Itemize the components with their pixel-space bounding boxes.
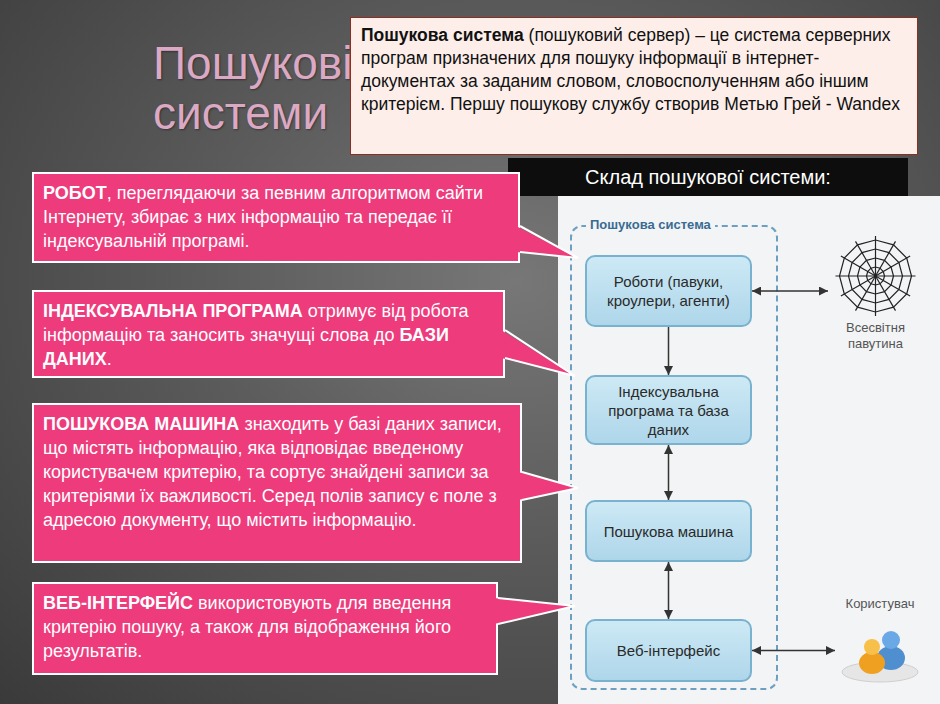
slide-title: Пошукові системи	[153, 38, 383, 138]
term-text: ВЕБ-ІНТЕРФЕЙС	[43, 593, 193, 613]
callout-box: ПОШУКОВА МАШИНАзнаходить у базі даних за…	[32, 403, 522, 563]
icon-holder	[828, 232, 923, 320]
node-text: Веб-інтерфейс	[617, 642, 720, 659]
system-group: Пошукова системаРоботи (павуки, кроулери…	[570, 225, 778, 690]
text-holder: Індексувальна програма та база даних	[595, 382, 742, 439]
text-holder: ІНДЕКСУВАЛЬНА ПРОГРАМАотримує від робота…	[43, 299, 494, 371]
node-text: Роботи (павуки, кроулери, агенти)	[607, 273, 730, 309]
process-box: Роботи (павуки, кроулери, агенти)	[585, 255, 752, 327]
term-text: ПОШУКОВА МАШИНА	[43, 414, 239, 434]
node-text: , переглядаючи за певним алгоритмом сайт…	[43, 183, 483, 251]
callout-box: ІНДЕКСУВАЛЬНА ПРОГРАМАотримує від робота…	[32, 290, 505, 378]
flow-arrow	[752, 650, 835, 652]
process-box: Пошукова машина	[585, 500, 752, 562]
text-holder: Склад пошукової системи:	[508, 158, 908, 196]
callout-box: РОБОТ, переглядаючи за певним алгоритмом…	[32, 172, 520, 263]
text-holder: Пошукова машина	[604, 522, 734, 541]
callout-tail	[516, 226, 578, 258]
callout-tail	[494, 598, 575, 624]
term-text: Пошукова система	[361, 25, 524, 45]
callout-tail	[501, 330, 575, 376]
flow-arrow	[668, 445, 670, 500]
callout-tail	[518, 472, 578, 500]
text-holder: Роботи (павуки, кроулери, агенти)	[595, 272, 742, 310]
node-text: Пошукова машина	[604, 523, 734, 540]
web-node: Всесвітня павутина	[828, 232, 923, 362]
term-text: ІНДЕКСУВАЛЬНА ПРОГРАМА	[43, 301, 303, 321]
text-holder: Пошукова система	[586, 216, 715, 234]
text-holder: Веб-інтерфейс	[617, 641, 720, 660]
node-text: Користувач	[846, 596, 915, 611]
user-icon	[835, 616, 925, 686]
node-text: Всесвітня павутина	[846, 320, 905, 351]
text-holder: ПОШУКОВА МАШИНАзнаходить у базі даних за…	[43, 412, 511, 532]
definition-box: Пошукова система(пошуковий сервер) – це …	[350, 17, 918, 155]
process-box: Веб-інтерфейс	[585, 619, 752, 682]
text-holder: ВЕБ-ІНТЕРФЕЙСвикористовують для введення…	[43, 591, 487, 663]
node-text: .	[107, 349, 112, 369]
flow-arrow	[752, 290, 828, 292]
text-holder: Користувач	[835, 596, 925, 612]
icon-holder	[835, 616, 925, 686]
node-text: Індексувальна програма та база даних	[608, 383, 729, 438]
callout-box: ВЕБ-ІНТЕРФЕЙСвикористовують для введення…	[32, 582, 498, 675]
node-text: Склад пошукової системи:	[585, 166, 831, 188]
flow-arrow	[668, 327, 670, 375]
process-box: Індексувальна програма та база даних	[585, 375, 752, 445]
section-band: Склад пошукової системи:	[508, 158, 908, 196]
text-holder: Пошукова система(пошуковий сервер) – це …	[361, 24, 907, 116]
text-holder: Всесвітня павутина	[828, 320, 923, 352]
term-text: РОБОТ	[43, 183, 107, 203]
text-holder: РОБОТ, переглядаючи за певним алгоритмом…	[43, 181, 509, 253]
node-text: Пошукова система	[590, 217, 711, 232]
user-node: Користувач	[835, 596, 925, 688]
web-icon	[828, 232, 923, 320]
panel-background	[558, 196, 940, 704]
flow-arrow	[668, 562, 670, 619]
